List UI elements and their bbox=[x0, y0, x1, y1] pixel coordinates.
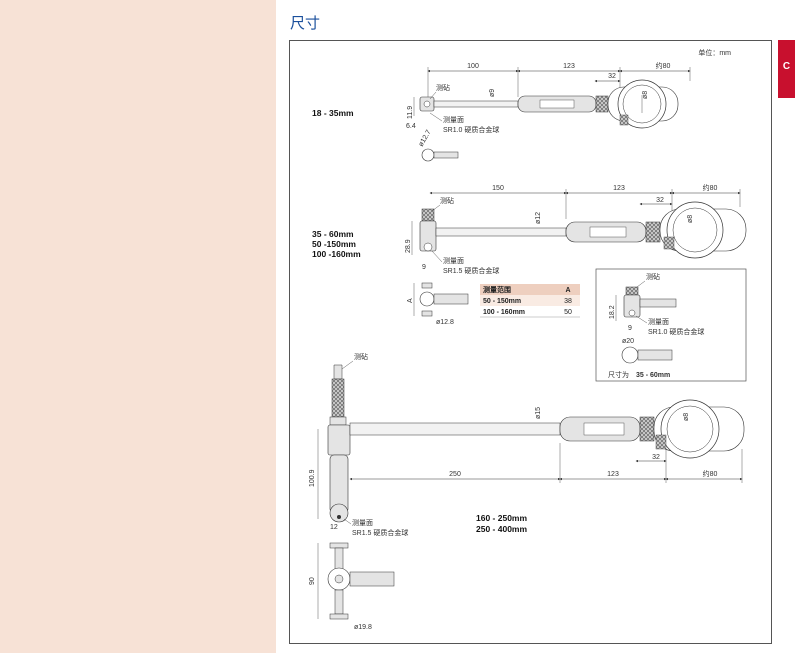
face-label-1: 测量面 bbox=[443, 116, 464, 124]
ball-label-1: SR1.0 硬质合金球 bbox=[443, 125, 499, 134]
inset-dim-w9: 9 bbox=[628, 325, 632, 332]
table-row-2-a: 50 bbox=[564, 309, 572, 316]
inset-35-60mm: 测砧 18.2 9 测量面 SR1.0 硬质合金球 ø20 尺寸为 35 - 6… bbox=[595, 268, 747, 382]
dim-6-4: 6.4 bbox=[406, 123, 416, 130]
dim-123: 123 bbox=[563, 63, 575, 70]
dim-123-2: 123 bbox=[613, 185, 625, 192]
anvil-label-2: 测砧 bbox=[440, 196, 454, 205]
range-table: 测量范围 A 50 - 150mm 38 100 - 160mm 50 bbox=[480, 284, 580, 318]
face-label-2: 测量面 bbox=[443, 257, 464, 265]
table-header-a: A bbox=[565, 287, 570, 294]
range-label-250-400: 250 - 400mm bbox=[476, 524, 527, 534]
table-row-1-a: 38 bbox=[564, 298, 572, 305]
dim-phi8-1: ø8 bbox=[642, 91, 649, 99]
dim-phi15: ø15 bbox=[535, 407, 542, 419]
section-tab-c[interactable]: C bbox=[778, 40, 795, 98]
inset-caption-range: 35 - 60mm bbox=[636, 372, 670, 379]
dim-phi19-8: ø19.8 bbox=[354, 624, 372, 631]
dim-w9: 9 bbox=[422, 264, 426, 271]
dim-phi12: ø12 bbox=[535, 212, 542, 224]
dim-phi8-3: ø8 bbox=[683, 413, 690, 421]
dim-100: 100 bbox=[467, 63, 479, 70]
dim-about80-3: 约80 bbox=[703, 469, 718, 478]
page-title: 尺寸 bbox=[290, 14, 321, 32]
dim-32: 32 bbox=[608, 73, 616, 80]
dim-phi8-2: ø8 bbox=[687, 215, 694, 223]
dim-a: A bbox=[407, 298, 414, 303]
anvil-label-1: 测砧 bbox=[436, 83, 450, 92]
dimension-drawings: 单位：mm 18 - 35mm 100 123 32 约80 测砧 ø9 bbox=[309, 48, 747, 631]
unit-note: 单位：mm bbox=[698, 48, 731, 57]
dim-32-3: 32 bbox=[652, 454, 660, 461]
inset-dim-phi20: ø20 bbox=[622, 338, 634, 345]
range-label-100-160: 100 -160mm bbox=[312, 249, 361, 259]
inset-caption-prefix: 尺寸为 bbox=[608, 370, 629, 379]
dim-w12: 12 bbox=[330, 524, 338, 531]
inset-dim-18-2: 18.2 bbox=[609, 305, 616, 319]
ball-label-3: SR1.5 硬质合金球 bbox=[352, 528, 408, 537]
dim-32-2: 32 bbox=[656, 197, 664, 204]
dim-28-9: 28.9 bbox=[405, 239, 412, 253]
figure-160-400mm: 测砧 ø15 ø8 250 123 32 约80 1 bbox=[309, 352, 745, 631]
dim-about80-2: 约80 bbox=[703, 183, 718, 192]
figure-18-35mm: 18 - 35mm 100 123 32 约80 测砧 ø9 ø8 bbox=[312, 61, 691, 162]
dim-phi12-7: ø12.7 bbox=[418, 129, 433, 148]
face-label-3: 测量面 bbox=[352, 519, 373, 527]
dim-11-9: 11.9 bbox=[407, 106, 414, 119]
dim-phi12-8: ø12.8 bbox=[436, 319, 454, 326]
table-row-2-range: 100 - 160mm bbox=[483, 309, 525, 316]
anvil-label-3: 测砧 bbox=[354, 352, 368, 361]
inset-face-label: 测量面 bbox=[648, 318, 669, 326]
table-header-range: 测量范围 bbox=[483, 285, 511, 294]
ball-label-2: SR1.5 硬质合金球 bbox=[443, 266, 499, 275]
dim-about80: 约80 bbox=[656, 61, 671, 70]
dim-90: 90 bbox=[309, 577, 316, 585]
dim-100-9: 100.9 bbox=[309, 469, 316, 487]
range-label-35-60: 35 - 60mm bbox=[312, 229, 354, 239]
dimensions-frame: 单位：mm 18 - 35mm 100 123 32 约80 测砧 ø9 bbox=[289, 40, 772, 644]
left-margin-panel bbox=[0, 0, 276, 653]
dim-150: 150 bbox=[492, 185, 504, 192]
range-label-50-150: 50 -150mm bbox=[312, 239, 356, 249]
dim-phi9: ø9 bbox=[489, 89, 496, 97]
table-row-1-range: 50 - 150mm bbox=[483, 298, 521, 305]
inset-ball-label: SR1.0 硬质合金球 bbox=[648, 327, 704, 336]
dim-250: 250 bbox=[449, 471, 461, 478]
inset-anvil-label: 测砧 bbox=[646, 272, 660, 281]
range-label-160-250: 160 - 250mm bbox=[476, 513, 527, 523]
dim-123-3: 123 bbox=[607, 471, 619, 478]
range-label-18-35: 18 - 35mm bbox=[312, 108, 354, 118]
figure-35-160mm: 35 - 60mm 50 -150mm 100 -160mm 150 123 3… bbox=[312, 183, 747, 326]
